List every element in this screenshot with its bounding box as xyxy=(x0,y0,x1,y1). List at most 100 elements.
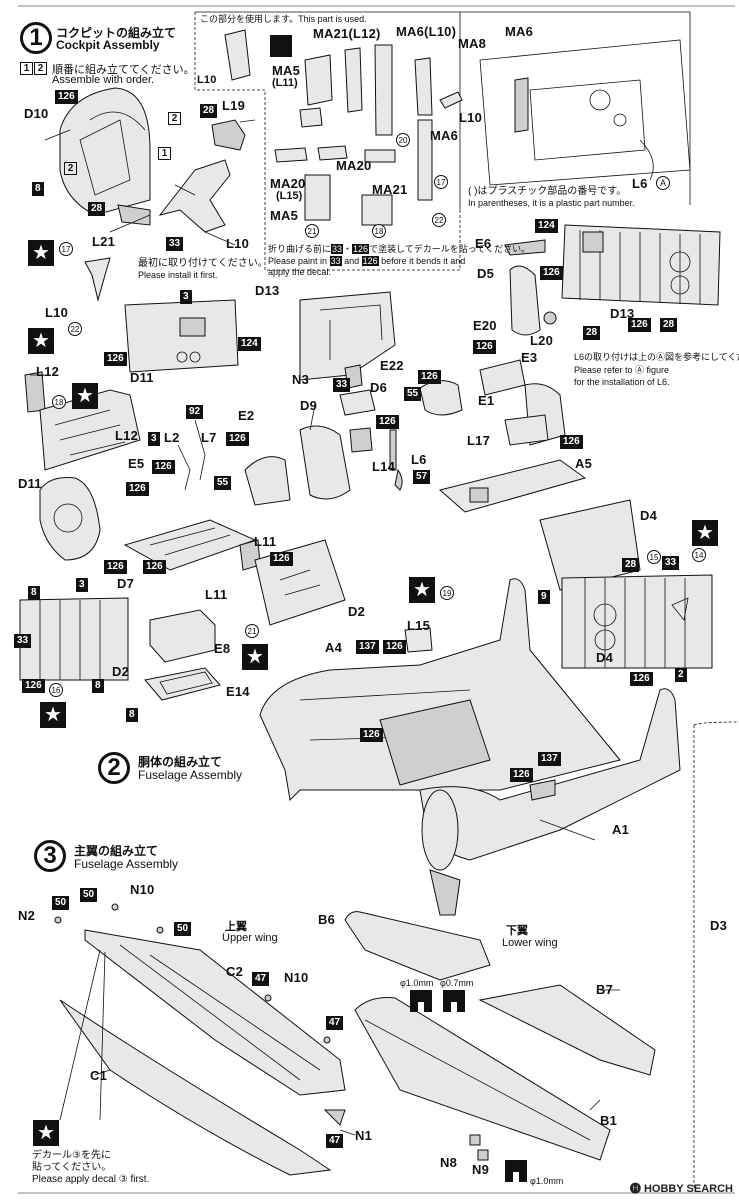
label-n8: N8 xyxy=(440,1155,458,1170)
label-l15: L15 xyxy=(407,618,431,633)
color-50c: 50 xyxy=(174,922,192,936)
hole-size-1: φ1.0mm xyxy=(400,978,434,988)
label-d4-top: D4 xyxy=(640,508,658,523)
label-ma6-right: MA6 xyxy=(505,24,534,39)
order-box-2: 2 xyxy=(34,62,47,75)
color-126c: 126 xyxy=(628,318,651,332)
label-l10-main: L10 xyxy=(226,236,250,251)
label-b6: B6 xyxy=(318,912,336,927)
color-126f: 126 xyxy=(418,370,441,384)
color-8b: 8 xyxy=(126,708,138,722)
label-c1: C1 xyxy=(90,1068,108,1083)
label-l19: L19 xyxy=(222,98,246,113)
color-8: 8 xyxy=(32,182,44,196)
color-47b: 47 xyxy=(326,1016,344,1030)
label-e2: E2 xyxy=(238,408,255,423)
l6-reference-figure xyxy=(479,39,691,186)
label-ma5-lower: MA5 xyxy=(270,208,299,223)
color-92: 92 xyxy=(186,405,204,419)
label-e6: E6 xyxy=(475,236,492,251)
star-icon: ★ xyxy=(72,383,98,409)
color-8c: 8 xyxy=(28,586,40,600)
label-d11-top: D11 xyxy=(130,370,154,385)
color-28b: 28 xyxy=(88,202,106,216)
color-126l: 126 xyxy=(104,560,127,574)
color-33d: 33 xyxy=(662,556,680,570)
l6-note-en-2: for the installation of L6. xyxy=(574,377,670,387)
label-d11-side: D11 xyxy=(18,476,42,491)
star-icon: ★ xyxy=(692,520,718,546)
label-a5: A5 xyxy=(575,456,593,471)
label-n3: N3 xyxy=(292,372,310,387)
step-3-title-jp: 主翼の組み立て xyxy=(74,844,159,858)
label-e3: E3 xyxy=(521,350,538,365)
l6-note-jp: L6の取り付けは上のⒶ図を参考にしてください。 xyxy=(574,352,739,362)
color-57: 57 xyxy=(413,470,431,484)
color-126m: 126 xyxy=(143,560,166,574)
callout-1: 1 xyxy=(158,147,171,160)
bend-note-jp: 折り曲げる前に33・126で塗装してデカールを貼ってください。 xyxy=(268,244,531,254)
step-1-title-jp: コクピットの組み立て xyxy=(56,26,177,40)
color-55: 55 xyxy=(404,387,422,401)
star-icon: ★ xyxy=(28,240,54,266)
label-ma20-l15: (L15) xyxy=(276,190,303,202)
label-d6: D6 xyxy=(370,380,388,395)
color-17: 17 xyxy=(59,242,73,256)
star-icon: ★ xyxy=(28,328,54,354)
d10-part xyxy=(59,87,151,216)
label-d3: D3 xyxy=(710,918,728,933)
label-e5: E5 xyxy=(128,456,145,471)
color-18b: 18 xyxy=(52,395,66,409)
color-33: 33 xyxy=(166,237,184,251)
color-15: 15 xyxy=(647,550,661,564)
step-3-number: 3 xyxy=(34,840,66,872)
label-l12-top: L12 xyxy=(36,364,60,379)
label-d5: D5 xyxy=(477,266,495,281)
label-l6: L6 xyxy=(411,452,427,467)
label-l7: L7 xyxy=(201,430,217,445)
label-b1: B1 xyxy=(600,1113,618,1128)
fuselage-drawing xyxy=(259,578,681,916)
color-3c: 3 xyxy=(76,578,88,592)
label-d13-main: D13 xyxy=(255,283,280,298)
callout-2: 2 xyxy=(168,112,181,125)
hobby-search-watermark: 🅗 HOBBY SEARCH xyxy=(629,1183,733,1195)
decal-note-jp-1: デカール③を先に xyxy=(32,1150,111,1161)
color-21b: 21 xyxy=(245,624,259,638)
star-icon: ★ xyxy=(40,702,66,728)
order-box-1: 1 xyxy=(20,62,33,75)
color-28e: 28 xyxy=(622,558,640,572)
label-d2-small: D2 xyxy=(112,664,130,679)
step-2-number: 2 xyxy=(98,752,130,784)
color-124: 124 xyxy=(535,219,558,233)
lower-wing-drawing xyxy=(344,911,656,1161)
step-1-number: 1 xyxy=(20,22,52,54)
label-d7: D7 xyxy=(117,576,135,591)
upper-wing-jp: 上翼 xyxy=(225,921,247,933)
label-e20: E20 xyxy=(473,318,497,333)
color-20: 20 xyxy=(396,133,410,147)
label-l10-star: L10 xyxy=(45,305,69,320)
color-47: 47 xyxy=(252,972,270,986)
label-e8: E8 xyxy=(214,641,231,656)
color-124b: 124 xyxy=(238,337,261,351)
color-137: 137 xyxy=(356,640,379,654)
label-ma8: MA8 xyxy=(458,36,487,51)
step-2-title-jp: 胴体の組み立て xyxy=(138,755,223,769)
label-ma21-l12: MA21(L12) xyxy=(313,26,381,41)
label-a1: A1 xyxy=(612,822,630,837)
label-l10-ref: L10 xyxy=(459,110,483,125)
color-8d: 8 xyxy=(92,679,104,693)
color-126p: 126 xyxy=(630,672,653,686)
paren-note-jp: ( )はプラスチック部品の番号です。 xyxy=(468,186,627,197)
label-e14: E14 xyxy=(226,684,250,699)
callout-2b: 2 xyxy=(64,162,77,175)
color-126i: 126 xyxy=(152,460,175,474)
color-137b: 137 xyxy=(538,752,561,766)
color-28c: 28 xyxy=(660,318,678,332)
star-icon: ★ xyxy=(409,577,435,603)
color-19: 19 xyxy=(440,586,454,600)
bend-note-en-2: apply the decal. xyxy=(268,267,332,277)
color-9: 9 xyxy=(538,590,550,604)
